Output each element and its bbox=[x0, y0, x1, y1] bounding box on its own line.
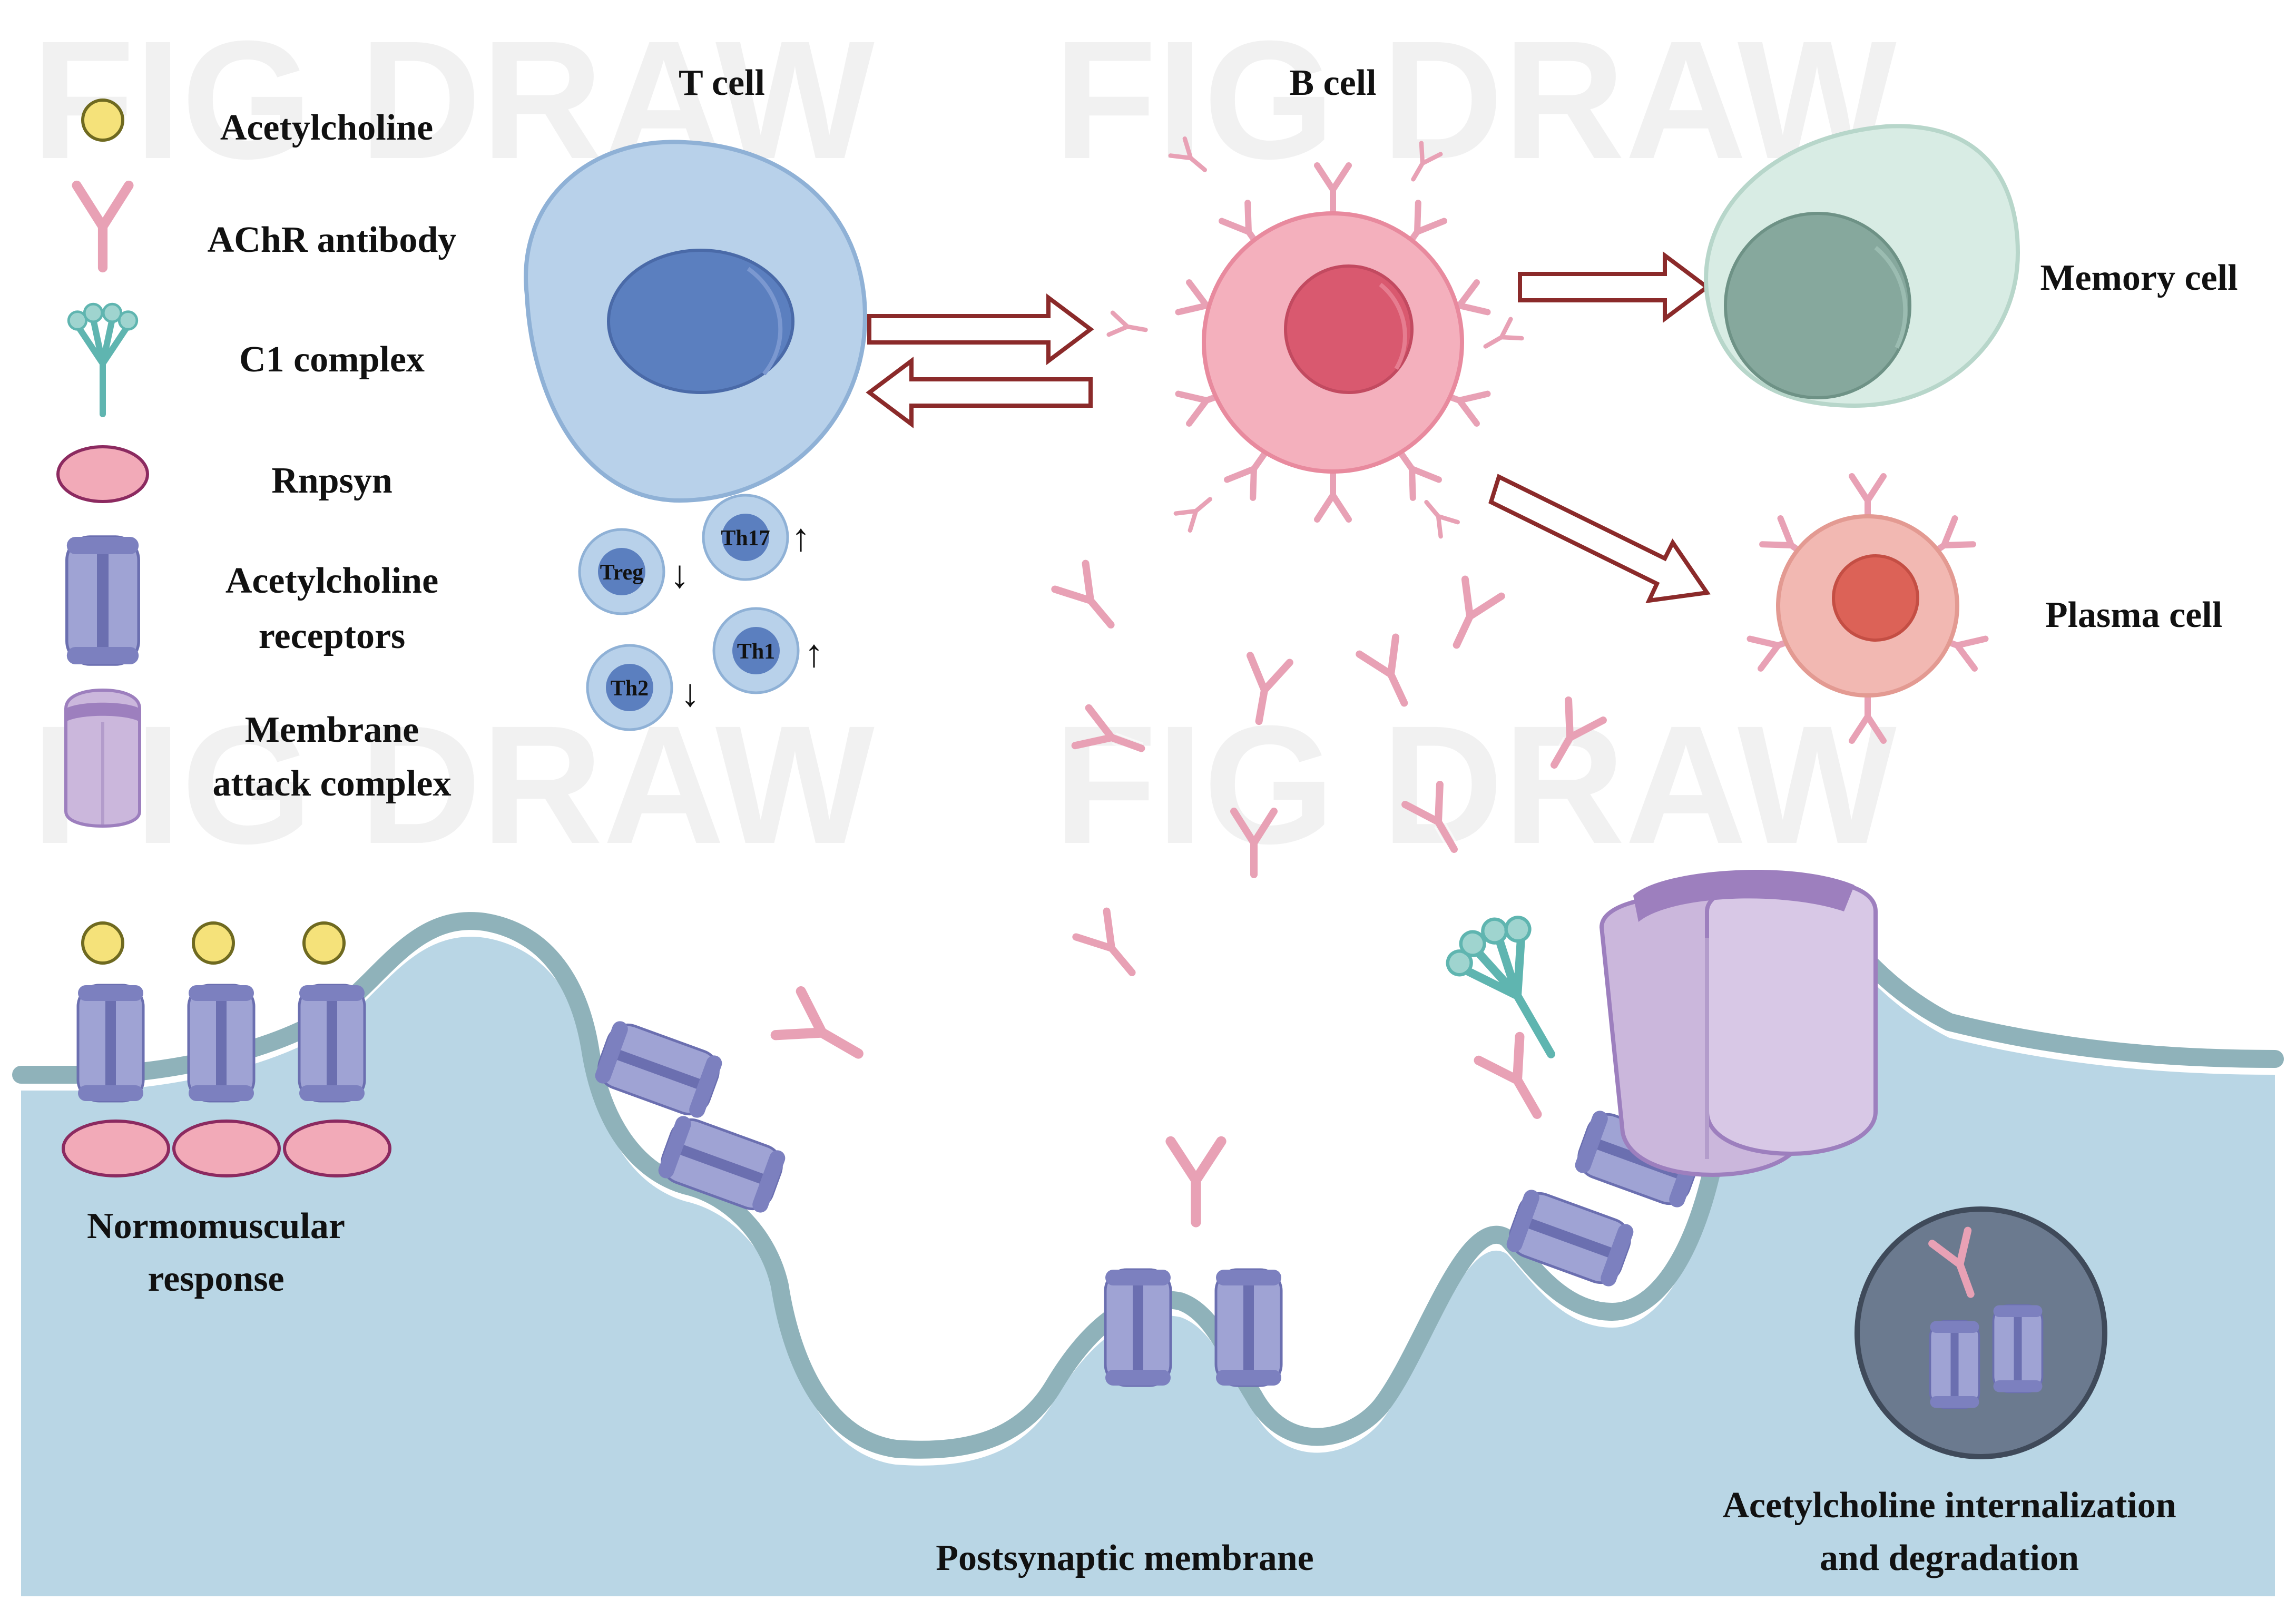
th17-arrow: ↑ bbox=[791, 516, 811, 559]
legend-item-antibody: AChR antibody bbox=[77, 185, 457, 268]
th1-arrow: ↑ bbox=[804, 632, 824, 675]
plasma-cell: Plasma cell bbox=[1488, 474, 2222, 741]
t-to-b-arrow bbox=[867, 293, 1094, 365]
svg-text:FIG DRAW: FIG DRAW bbox=[1054, 690, 1898, 879]
membrane-attack-complex bbox=[1599, 870, 1878, 1177]
membrane-attack-complex-icon bbox=[64, 688, 141, 828]
svg-text:FIG DRAW: FIG DRAW bbox=[32, 690, 876, 879]
rnpsyn-molecule bbox=[62, 1120, 170, 1177]
th2-cell: Th2 ↓ bbox=[586, 644, 700, 731]
legend-item-rnpsyn: Rnpsyn bbox=[56, 445, 393, 503]
th17-label: Th17 bbox=[721, 526, 770, 551]
b-cell-nucleus bbox=[1284, 264, 1414, 394]
acetylcholine-molecule bbox=[302, 921, 346, 965]
t-subsets: Treg ↓ Th17 ↑ Th2 ↓ Th1 ↑ bbox=[578, 494, 824, 731]
treg-label: Treg bbox=[600, 561, 643, 585]
watermark: FIG DRAW FIG DRAW FIG DRAW FIG DRAW bbox=[32, 5, 1898, 879]
postsynaptic-membrane-label: Postsynaptic membrane bbox=[936, 1538, 1313, 1578]
t-cell-label: T cell bbox=[679, 63, 765, 103]
acetylcholine-molecule bbox=[192, 921, 235, 965]
rnpsyn-icon bbox=[56, 445, 149, 503]
b-to-plasma-arrow bbox=[1488, 474, 1711, 603]
legend-label-mac-line1: Membrane bbox=[245, 710, 419, 750]
legend-label-acetylcholine: Acetylcholine bbox=[220, 107, 433, 148]
legend-item-receptor: Acetylcholine receptors bbox=[67, 537, 438, 664]
legend-label-mac-line2: attack complex bbox=[213, 763, 452, 804]
c1-complex-icon bbox=[68, 304, 137, 414]
normal-response-label-line1: Normomuscular bbox=[87, 1206, 345, 1246]
t-b-interaction-arrows bbox=[866, 293, 1094, 428]
legend-label-receptor-line1: Acetylcholine bbox=[225, 561, 438, 601]
cytoplasm-area bbox=[21, 906, 2275, 1596]
t-cell-nucleus bbox=[607, 249, 794, 394]
normal-receptors: Normomuscular response bbox=[62, 921, 391, 1299]
normal-response-label-line2: response bbox=[148, 1259, 284, 1299]
th1-label: Th1 bbox=[737, 640, 775, 664]
legend-item-c1-complex: C1 complex bbox=[68, 304, 425, 414]
legend-label-receptor-line2: receptors bbox=[259, 616, 406, 656]
legend-item-acetylcholine: Acetylcholine bbox=[81, 99, 433, 148]
legend-label-rnpsyn: Rnpsyn bbox=[271, 460, 393, 501]
internalization-label-line1: Acetylcholine internalization bbox=[1722, 1485, 2176, 1526]
treg-arrow: ↓ bbox=[670, 553, 690, 596]
legend-item-mac: Membrane attack complex bbox=[64, 688, 452, 828]
legend-label-antibody: AChR antibody bbox=[208, 220, 457, 260]
internalization-label-line2: and degradation bbox=[1820, 1538, 2079, 1578]
complement-attack bbox=[1438, 870, 1878, 1289]
legend: Acetylcholine AChR antibody C1 complex R… bbox=[56, 99, 457, 828]
memory-cell-nucleus bbox=[1724, 212, 1911, 399]
blocked-receptors: Postsynaptic membrane bbox=[936, 1141, 1314, 1578]
b-cell: B cell bbox=[1109, 63, 1522, 536]
antibody-icon bbox=[77, 185, 129, 268]
acetylcholine-icon bbox=[81, 99, 124, 142]
rnpsyn-molecule bbox=[172, 1120, 281, 1177]
b-to-memory-arrow bbox=[1518, 251, 1711, 323]
legend-label-c1-complex: C1 complex bbox=[239, 339, 425, 380]
plasma-cell-nucleus bbox=[1832, 554, 1919, 642]
t-cell: T cell bbox=[524, 63, 867, 503]
rnpsyn-molecule bbox=[283, 1120, 391, 1177]
th2-label: Th2 bbox=[611, 676, 649, 701]
treg-cell: Treg ↓ bbox=[578, 528, 690, 615]
th2-arrow: ↓ bbox=[681, 672, 700, 715]
b-cell-label: B cell bbox=[1289, 63, 1376, 103]
internalization-vesicle: Acetylcholine internalization and degrad… bbox=[1722, 1206, 2176, 1578]
memory-cell-label: Memory cell bbox=[2040, 258, 2238, 298]
memory-cell: Memory cell bbox=[1518, 124, 2238, 408]
plasma-cell-label: Plasma cell bbox=[2045, 595, 2222, 635]
acetylcholine-molecule bbox=[81, 921, 124, 965]
receptor-icon bbox=[67, 537, 139, 664]
th17-cell: Th17 ↑ bbox=[702, 494, 811, 581]
b-to-t-arrow bbox=[866, 357, 1093, 428]
th1-cell: Th1 ↑ bbox=[712, 607, 824, 694]
